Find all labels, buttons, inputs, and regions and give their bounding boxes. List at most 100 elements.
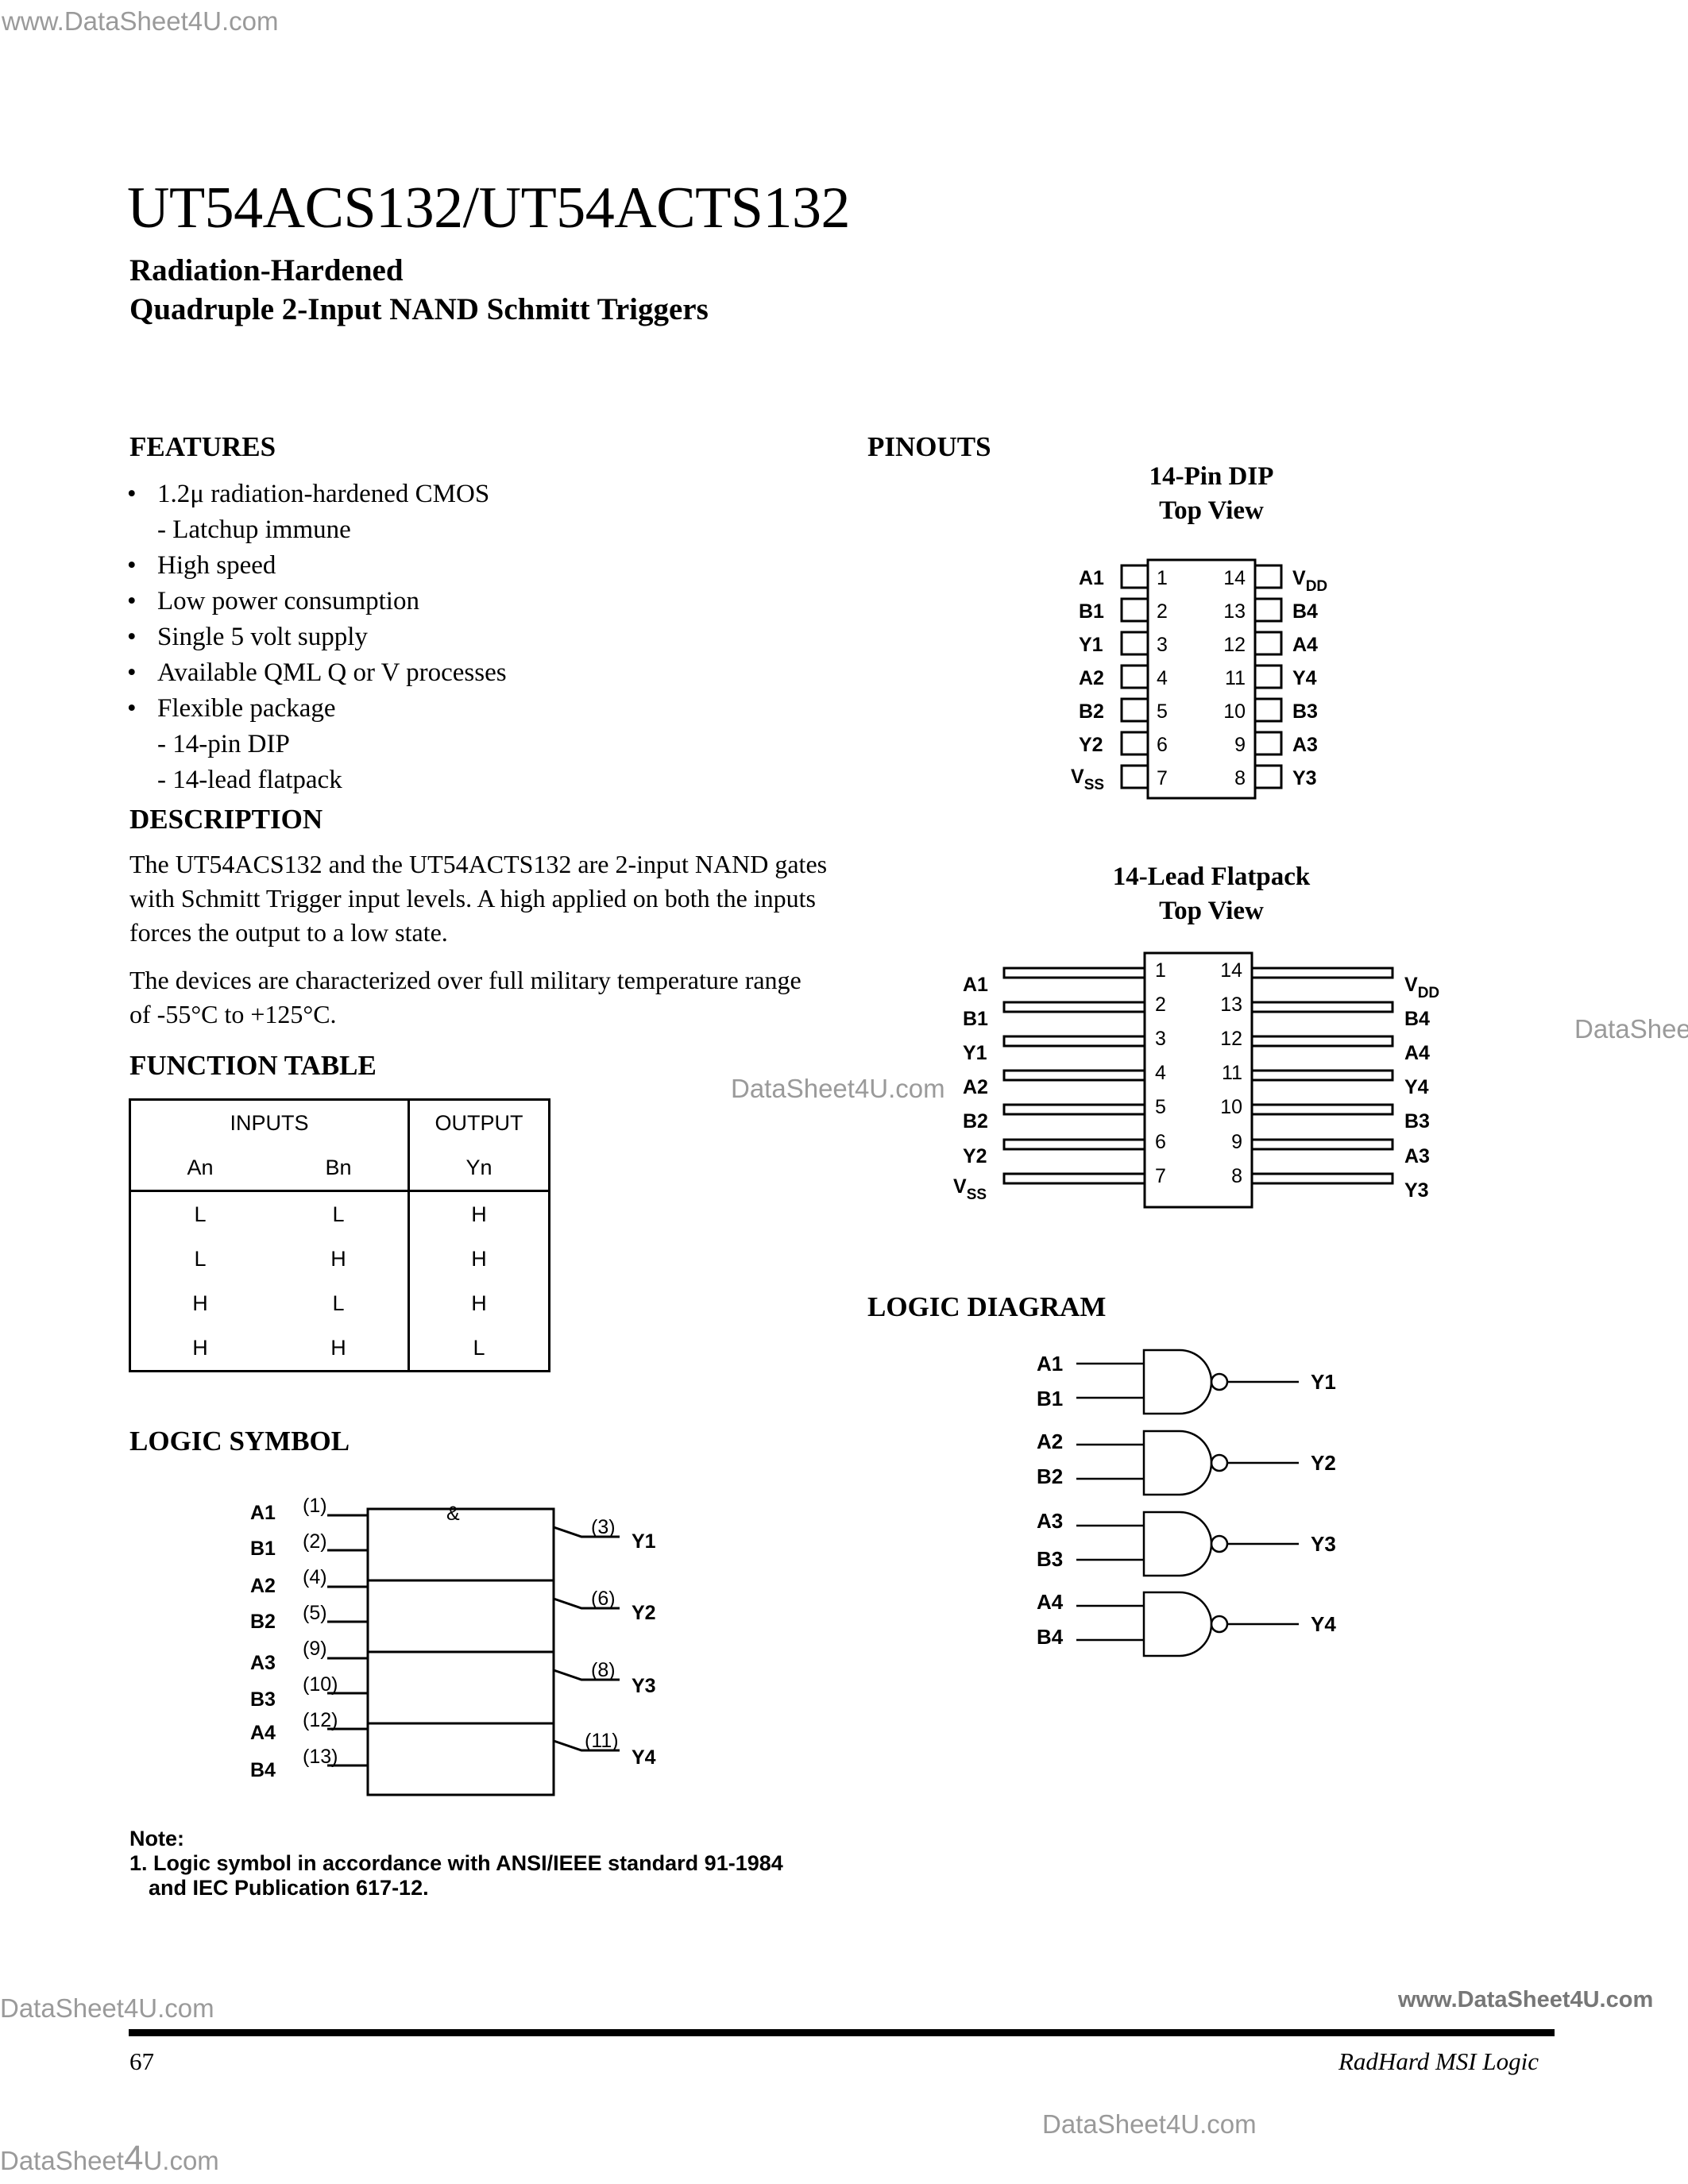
pin-label: B3 [1404,1110,1430,1133]
symbol-pin-number: (12) [303,1709,338,1731]
watermark-bottom-right[interactable]: www.DataSheet4U.com [1398,1987,1654,2012]
symbol-input-label: B1 [250,1538,276,1560]
logic-symbol-heading: LOGIC SYMBOL [129,1426,350,1457]
dip-pinout-diagram: A1 B1 Y1 A2 B2 Y2 VSS 1 2 3 4 5 6 7 14 1… [1071,558,1327,800]
symbol-pin-number: (2) [303,1530,327,1553]
pin-number: 2 [1157,600,1168,623]
table-row: L L H [129,1190,550,1237]
flatpack-pinout-diagram: A1 B1 Y1 A2 B2 Y2 VSS 1 2 3 4 5 6 7 14 1… [953,951,1439,1209]
diagram-output-label: Y2 [1311,1451,1336,1475]
feature-item: •Low power consumption [127,587,419,615]
features-list: •1.2μ radiation-hardened CMOS - Latchup … [127,477,507,798]
pin-label: B2 [1079,700,1104,723]
symbol-pin-number: (4) [303,1566,327,1588]
table-row: H H L [129,1325,550,1372]
pin-number: 12 [1220,1028,1242,1050]
pin-label: A3 [1292,734,1318,756]
column-header: Bn [269,1145,409,1192]
diagram-output-label: Y4 [1311,1612,1336,1636]
nand-gate [1142,1511,1213,1577]
symbol-pin-number: (1) [303,1495,327,1517]
pin-number: 14 [1223,567,1246,589]
pin-number: 5 [1155,1096,1166,1118]
output-header: OUTPUT [408,1098,550,1145]
pin-label-vss: VSS [1071,766,1104,793]
pin-number: 4 [1157,667,1168,689]
and-symbol: & [446,1503,460,1525]
pin-label: Y2 [963,1145,987,1167]
symbol-pin-number: (13) [303,1746,338,1768]
table-row: H L H [129,1281,550,1325]
symbol-input-label: A1 [250,1502,276,1524]
footer-section: RadHard MSI Logic [1338,2047,1539,2075]
column-header: An [129,1145,269,1192]
symbol-pin-number: (9) [303,1638,327,1660]
symbol-input-label: B4 [250,1759,276,1781]
watermark-bottom-left: DataSheet4U.com [0,1993,214,2023]
footer-rule [129,2029,1555,2036]
pin-number: 10 [1223,700,1246,723]
feature-subitem: - Latchup immune [157,515,351,544]
pin-number: 3 [1157,634,1168,656]
subtitle-line-2: Quadruple 2-Input NAND Schmitt Triggers [129,292,709,326]
inputs-header: INPUTS [129,1098,409,1145]
diagram-input-label: A4 [1037,1590,1064,1614]
description-paragraph-1: The UT54ACS132 and the UT54ACTS132 are 2… [129,850,828,947]
feature-item: •1.2μ radiation-hardened CMOS [127,480,490,508]
pin-label: Y1 [963,1042,987,1064]
pin-label: A2 [963,1076,988,1098]
nand-gate [1142,1349,1213,1415]
logic-diagram: A1 B1 A2 B2 A3 B3 A4 B4 Y1 Y2 Y3 Y4 [1037,1349,1336,1657]
pin-number: 13 [1223,600,1246,623]
pin-number: 4 [1155,1062,1166,1084]
column-header: Yn [408,1145,550,1192]
dip-subtitle: Top View [1159,496,1264,525]
diagram-input-label: A1 [1037,1352,1063,1376]
note-line: 1. Logic symbol in accordance with ANSI/… [129,1851,783,1875]
pin-number: 13 [1220,994,1242,1016]
pin-number: 8 [1234,767,1246,789]
table-cell: H [129,1281,269,1325]
pinouts-heading: PINOUTS [867,431,991,462]
pin-number: 12 [1223,634,1246,656]
pin-label: A4 [1404,1042,1430,1064]
diagram-input-label: B3 [1037,1547,1063,1571]
pin-number: 7 [1157,767,1168,789]
pin-label: A3 [1404,1145,1430,1167]
table-cell: H [129,1325,269,1372]
symbol-input-label: A2 [250,1575,276,1597]
pin-label: B4 [1292,600,1318,623]
symbol-input-label: B2 [250,1611,276,1633]
watermark-bottom-corner: DataSheet4U.com [0,2139,219,2178]
pin-label: Y1 [1079,634,1103,656]
symbol-output-label: Y4 [632,1746,656,1769]
features-heading: FEATURES [129,431,276,462]
symbol-pin-number: (5) [303,1602,327,1624]
logic-diagram-heading: LOGIC DIAGRAM [867,1291,1107,1322]
pin-label: B4 [1404,1008,1430,1030]
nand-gate [1142,1430,1213,1496]
logic-symbol-diagram: & A1 B1 A2 B2 A3 B3 A4 B4 (1) (2) (4) (5… [250,1495,656,1796]
table-cell: H [330,1246,346,1271]
watermark-top-left[interactable]: www.DataSheet4U.com [2,6,279,36]
dip-title: 14-Pin DIP [1149,462,1274,491]
pin-label: Y3 [1292,767,1317,789]
symbol-pin-number: (6) [591,1588,616,1610]
flatpack-subtitle: Top View [1159,897,1264,925]
pin-label: Y3 [1404,1179,1429,1202]
watermark-mid: DataSheet4U.com [731,1074,945,1103]
pin-label: Y2 [1079,734,1103,756]
table-cell: L [408,1325,550,1372]
pin-label: B1 [1079,600,1104,623]
function-table: INPUTS OUTPUT An Bn Yn L L H L H H H L H… [129,1098,550,1372]
pin-number: 1 [1157,567,1168,589]
pin-label: A2 [1079,667,1104,689]
symbol-pin-number: (11) [585,1730,619,1752]
pin-number: 6 [1155,1131,1166,1153]
pin-number: 11 [1222,1062,1242,1084]
symbol-output-label: Y2 [632,1602,656,1624]
table-row: L H H [129,1237,550,1281]
feature-subitem: - 14-lead flatpack [157,766,342,794]
diagram-input-label: B2 [1037,1464,1063,1488]
symbol-pin-number: (10) [303,1673,338,1696]
